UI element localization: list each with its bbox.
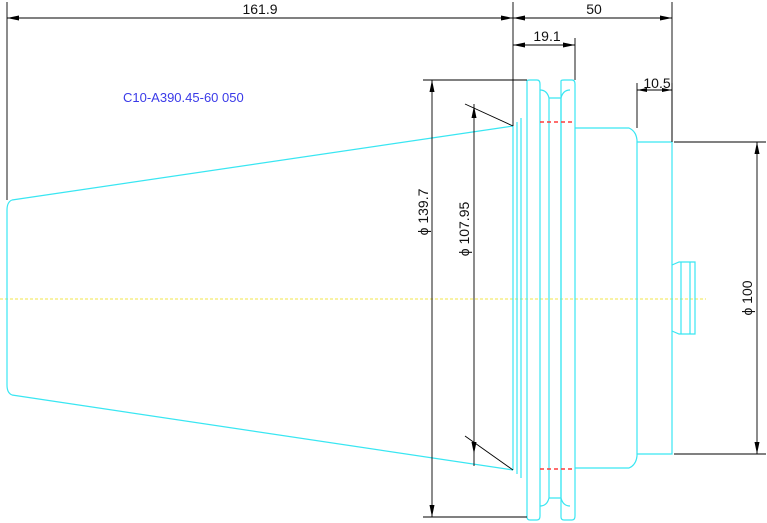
spindle-body <box>575 127 673 469</box>
body-diameter-label: ϕ 100 <box>739 280 755 315</box>
drive-stud <box>671 261 696 335</box>
dim-pilot-length: 10.5 <box>636 75 673 142</box>
dim-flange-diameter: ϕ 139.7 <box>415 79 527 518</box>
total-length-label: 161.9 <box>242 1 277 17</box>
part-number-label: C10-A390.45-60 050 <box>123 90 244 105</box>
dim-gauge-diameter: ϕ 107.95 <box>456 103 514 471</box>
dim-total-length: 161.9 <box>6 1 514 200</box>
dim-body-diameter: ϕ 100 <box>674 141 766 455</box>
gauge-diameter-label: ϕ 107.95 <box>456 202 472 257</box>
flange-diameter-label: ϕ 139.7 <box>415 188 431 235</box>
flange-to-end-label: 50 <box>586 1 602 17</box>
dim-flange-to-end: 50 <box>513 1 673 142</box>
pilot-length-label: 10.5 <box>643 75 670 91</box>
dim-flange-width: 19.1 <box>513 28 576 80</box>
flange-width-label: 19.1 <box>533 28 560 44</box>
flange <box>526 79 576 521</box>
taper-cone <box>6 118 522 478</box>
